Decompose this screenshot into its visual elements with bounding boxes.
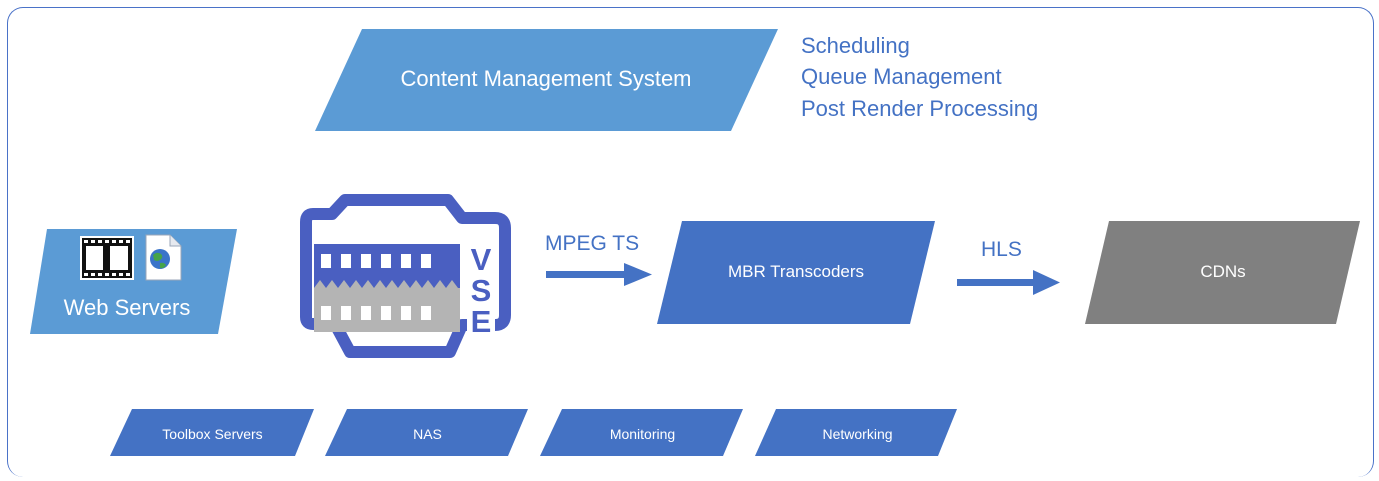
transcoders-shape bbox=[657, 221, 935, 324]
transcoders-label: MBR Transcoders bbox=[727, 262, 865, 281]
infra-shape-toolbox bbox=[110, 409, 314, 456]
hls-label: HLS bbox=[981, 238, 1022, 261]
cdns-label: CDNs bbox=[1200, 262, 1246, 281]
globe-document-icon bbox=[145, 234, 182, 281]
web-servers-label: Web Servers bbox=[63, 295, 191, 320]
infra-label-monitoring: Monitoring bbox=[609, 426, 676, 442]
cms-shape bbox=[315, 29, 778, 131]
cms-function-scheduling: Scheduling bbox=[801, 33, 910, 58]
diagram-frame bbox=[7, 7, 1374, 477]
infra-label-networking: Networking bbox=[822, 426, 893, 442]
vse-encoder-icon bbox=[300, 194, 511, 358]
cdns-shape bbox=[1085, 221, 1360, 324]
mpeg-ts-arrow bbox=[546, 263, 652, 286]
infra-shape-nas bbox=[325, 409, 528, 456]
vse-letters: VSE bbox=[470, 242, 492, 339]
film-strip-icon bbox=[80, 236, 134, 280]
infra-shape-networking bbox=[755, 409, 957, 456]
infra-shape-monitoring bbox=[540, 409, 743, 456]
infra-label-nas: NAS bbox=[413, 426, 442, 442]
infra-label-toolbox: Toolbox Servers bbox=[162, 426, 263, 442]
cms-function-queue-management: Queue Management bbox=[801, 64, 1002, 89]
cms-function-post-render-processing: Post Render Processing bbox=[801, 96, 1039, 121]
cms-label: Content Management System bbox=[400, 66, 692, 91]
mpeg-ts-label: MPEG TS bbox=[545, 232, 640, 255]
hls-arrow bbox=[957, 270, 1060, 295]
